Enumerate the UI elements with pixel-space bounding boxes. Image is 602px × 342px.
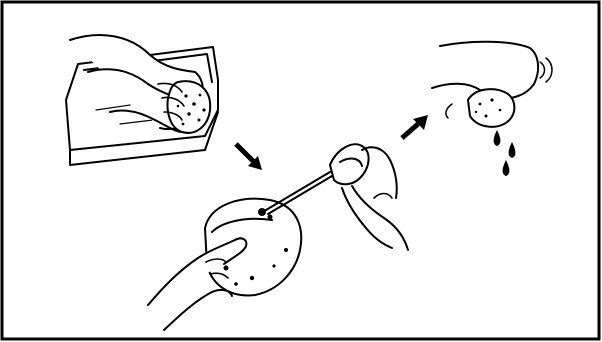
sponge-filter-wet <box>168 81 211 133</box>
squeezed-sponge <box>468 89 514 127</box>
